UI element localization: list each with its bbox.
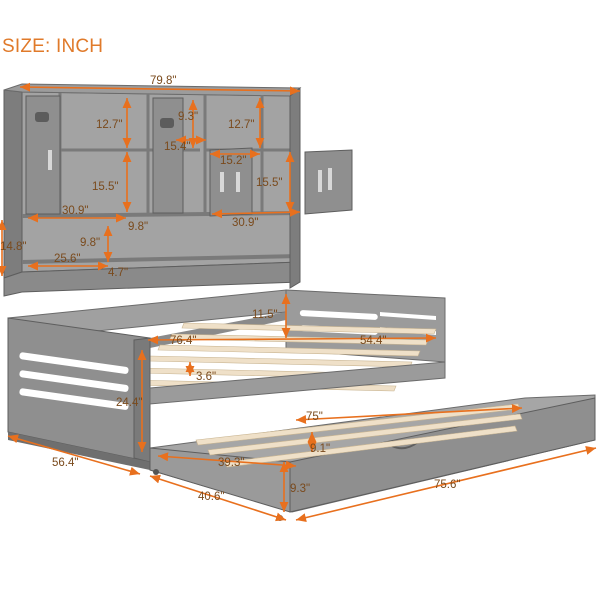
dim-cabinet-width: 9.3" <box>178 111 198 123</box>
dim-left-section-width: 30.9" <box>62 205 88 217</box>
dim-trundle-length-inner: 75" <box>306 411 323 423</box>
dim-upper-shelf-height: 12.7" <box>96 119 122 131</box>
dim-trundle-width: 40.6" <box>198 491 224 503</box>
bookcase-headboard <box>3 83 353 297</box>
dim-trundle-width-inner: 39.3" <box>218 457 244 469</box>
dim-center-gap: 9.8" <box>128 221 148 233</box>
dim-right-cabinet-width: 15.2" <box>220 155 246 167</box>
dim-bottom-shelf-depth: 4.7" <box>108 267 128 279</box>
dim-bed-height: 24.4" <box>116 397 142 409</box>
daybed-footboard <box>7 317 151 470</box>
center-cabinet-door <box>152 97 184 214</box>
daybed-front-board <box>149 361 446 405</box>
dim-trundle-length: 75.6" <box>434 479 460 491</box>
dim-bottom-shelf-width: 25.6" <box>54 253 80 265</box>
dim-outer-width: 56.4" <box>52 457 78 469</box>
dim-trundle-slat-gap: 9.1" <box>310 443 330 455</box>
dim-center-shelf-width: 15.4" <box>164 141 190 153</box>
dim-inner-length: 76.4" <box>170 335 196 347</box>
dim-lower-shelf-height-right: 15.5" <box>256 177 282 189</box>
dim-headboard-width: 79.8" <box>150 75 176 87</box>
dim-right-section-width: 30.9" <box>232 217 258 229</box>
dim-trundle-height: 9.3" <box>290 483 310 495</box>
dim-bottom-shelf-total: 14.8" <box>0 241 26 253</box>
dim-inner-width: 54.4" <box>360 335 386 347</box>
dimension-lines <box>0 82 597 523</box>
dim-bottom-shelf-height: 9.8" <box>80 237 100 249</box>
dim-side-rail-height: 11.5" <box>252 309 278 321</box>
bookcase-right-side <box>289 86 301 289</box>
dim-lower-shelf-height: 15.5" <box>92 181 118 193</box>
page-title: SIZE: INCH <box>2 36 104 57</box>
dim-slat-gap: 3.6" <box>196 371 216 383</box>
dim-upper-shelf-height-right: 12.7" <box>228 119 254 131</box>
